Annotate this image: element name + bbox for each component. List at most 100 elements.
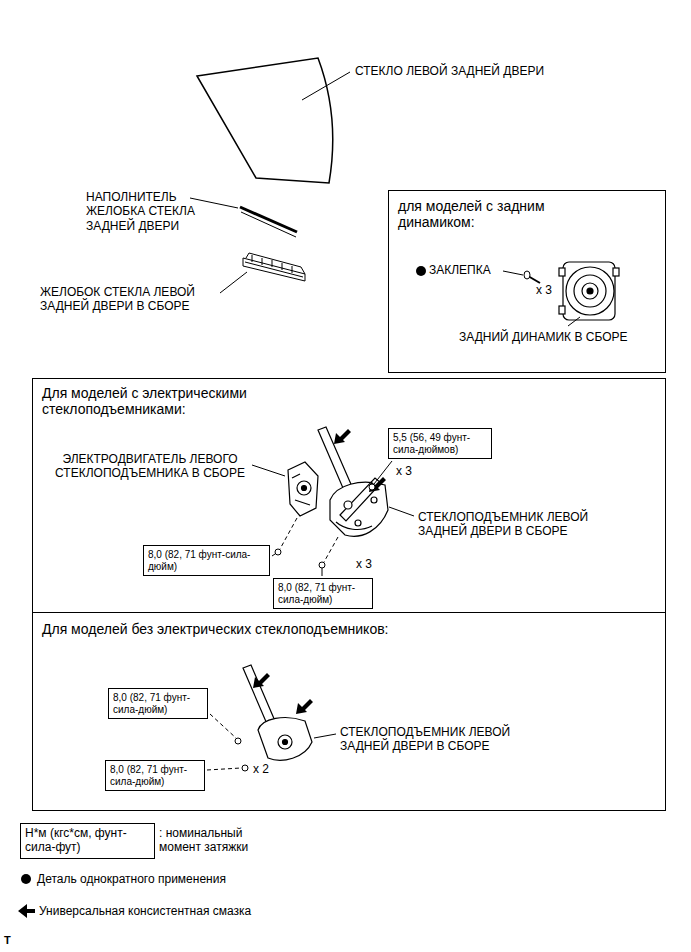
window-regulator [344, 501, 352, 509]
grease-arrow [334, 429, 386, 492]
quantity-mark: x 2 [253, 762, 277, 776]
torque-value: 8,0 (82, 71 фунт-сила-дюйм) [110, 764, 200, 787]
part-name: НАПОЛНИТЕЛЬ ЖЕЛОБКА СТЕКЛА ЗАДНЕЙ ДВЕРИ [86, 190, 206, 233]
speaker [574, 275, 606, 307]
window-regulator [258, 718, 312, 761]
part-name: ЭЛЕКТРОДВИГАТЕЛЬ ЛЕВОГО СТЕКЛОПОДЪЕМНИКА… [48, 452, 252, 481]
speaker [559, 306, 565, 314]
window-regulator [243, 665, 312, 760]
torque-box: 5,5 (56, 49 фунт-сила-дюймов) [388, 428, 492, 459]
torque-value: 8,0 (82, 71 фунт-сила-дюйм) [148, 549, 265, 572]
label-slot: x 2 [253, 762, 277, 776]
torque-box: 8,0 (82, 71 фунт-сила-дюйм) [108, 688, 208, 719]
legend-entry: : номинальный момент затяжки [159, 826, 271, 855]
window-motor [292, 474, 310, 505]
run-filler [240, 207, 297, 232]
part-name: СТЕКЛОПОДЪЕМНИК ЛЕВОЙ ЗАДНЕЙ ДВЕРИ В СБО… [340, 725, 545, 754]
window-motor [297, 481, 311, 495]
variant-panel: Для моделей с электрическими стеклоподъе… [32, 378, 666, 613]
window-motor [288, 462, 318, 516]
label-slot: НАПОЛНИТЕЛЬ ЖЕЛОБКА СТЕКЛА ЗАДНЕЙ ДВЕРИ [86, 190, 206, 233]
label-slot: СТЕКЛОПОДЪЕМНИК ЛЕВОЙ ЗАДНЕЙ ДВЕРИ В СБО… [340, 725, 545, 754]
window-motor [288, 462, 318, 516]
label-slot: x 3 [536, 283, 560, 297]
run-channel [252, 255, 292, 273]
legend-entry: Универсальная консистентная смазка [39, 904, 339, 918]
leader-line [220, 272, 247, 293]
label-slot: ЖЕЛОБОК СТЕКЛА ЛЕВОЙ ЗАДНЕЙ ДВЕРИ В СБОР… [40, 285, 218, 314]
torque-box: 8,0 (82, 71 фунт-сила-дюйм) [143, 545, 270, 576]
speaker [613, 268, 619, 276]
one-time-use-dot [416, 266, 426, 276]
bolt [275, 549, 281, 555]
leader-line [280, 518, 297, 549]
label-slot: T [4, 934, 18, 947]
torque-box: Н*м (кгс*см, фунт-сила-фут) [20, 823, 155, 859]
grease-arrow [334, 429, 351, 444]
label-slot: СТЕКЛО ЛЕВОЙ ЗАДНЕЙ ДВЕРИ [355, 64, 615, 78]
label-slot: x 3 [356, 557, 380, 571]
bolt [235, 738, 248, 771]
run-channel [246, 253, 305, 274]
run-filler [241, 212, 296, 237]
panel-heading: для моделей с задним динамиком: [398, 198, 598, 230]
part-name: СТЕКЛО ЛЕВОЙ ЗАДНЕЙ ДВЕРИ [355, 64, 615, 78]
leader-line [252, 461, 414, 576]
leader-line [322, 568, 323, 576]
speaker [559, 262, 619, 320]
bolt [242, 765, 248, 771]
leader-line [324, 537, 338, 562]
label-slot: ЗАДНИЙ ДИНАМИК В СБОРЕ [459, 330, 659, 344]
door-glass [197, 58, 333, 183]
door-glass [197, 58, 333, 183]
run-channel [243, 253, 305, 281]
window-regulator [355, 520, 361, 526]
panel-heading: Для моделей без электрических стеклоподъ… [42, 621, 642, 637]
one-time-use-dot [416, 266, 426, 276]
leader-line [190, 72, 350, 293]
rivet [524, 271, 540, 283]
window-regulator [318, 427, 388, 536]
speaker [582, 283, 598, 299]
legend-arrow [18, 904, 35, 918]
torque-box: 8,0 (82, 71 фунт-сила-дюйм) [273, 578, 373, 609]
legend-arrow [18, 904, 35, 918]
leader-line [252, 465, 285, 476]
torque-value: 8,0 (82, 71 фунт-сила-дюйм) [278, 582, 368, 605]
variant-panel: Для моделей без электрических стеклоподъ… [32, 612, 666, 811]
part-name: ЗАДНИЙ ДИНАМИК В СБОРЕ [459, 330, 659, 344]
torque-value: 5,5 (56, 49 фунт-сила-дюймов) [393, 432, 487, 455]
speaker [566, 267, 614, 315]
leader-line [389, 507, 414, 516]
speaker [587, 288, 593, 294]
grease-arrow [253, 673, 270, 688]
leader-line [207, 714, 336, 770]
leader-line [568, 317, 580, 326]
bolt [319, 562, 325, 568]
page-mark: T [4, 934, 18, 947]
window-regulator [330, 482, 388, 536]
part-name: СТЕКЛОПОДЪЕМНИК ЛЕВОЙ ЗАДНЕЙ ДВЕРИ В СБО… [418, 510, 623, 539]
leader-line [302, 72, 350, 100]
leader-line [190, 198, 238, 208]
run-channel [245, 262, 303, 277]
grease-arrow [296, 699, 313, 714]
bolt [235, 738, 241, 744]
part-name: ЗАКЛЕПКА [429, 263, 519, 277]
grease-arrow [253, 673, 313, 714]
run-filler [240, 207, 297, 237]
leader-line [374, 461, 392, 484]
legend-text: : номинальный момент затяжки [159, 826, 271, 855]
speaker [559, 268, 565, 276]
label-slot: x 3 [396, 464, 420, 478]
legend-entry: Деталь однократного применения [37, 872, 337, 886]
leader-line [210, 714, 236, 738]
label-slot: ЭЛЕКТРОДВИГАТЕЛЬ ЛЕВОГО СТЕКЛОПОДЪЕМНИКА… [48, 452, 252, 481]
part-name: ЖЕЛОБОК СТЕКЛА ЛЕВОЙ ЗАДНЕЙ ДВЕРИ В СБОР… [40, 285, 218, 314]
leader-line [314, 734, 336, 738]
window-motor [302, 486, 307, 491]
window-regulator [278, 735, 292, 749]
torque-box: 8,0 (82, 71 фунт-сила-дюйм) [105, 760, 205, 791]
quantity-mark: x 3 [356, 557, 380, 571]
